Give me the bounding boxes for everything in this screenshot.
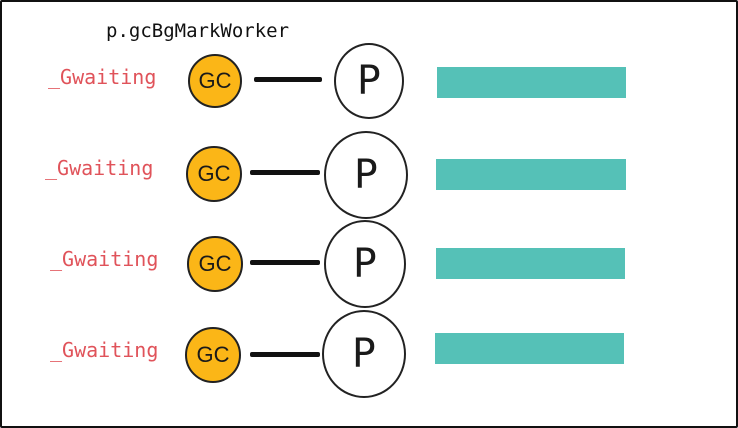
gc-worker-circle: GC [186, 146, 242, 202]
processor-run-bar [437, 67, 626, 98]
processor-circle: P [334, 43, 404, 119]
processor-run-bar [436, 159, 626, 190]
processor-row: _Gwaiting GC P [2, 304, 738, 398]
connector-line [254, 77, 322, 82]
connector-line [250, 352, 320, 357]
connector-line [250, 260, 320, 265]
gc-worker-circle: GC [185, 327, 241, 383]
processor-row: _Gwaiting GC P [2, 127, 738, 219]
processor-run-bar [435, 333, 624, 364]
gc-worker-circle: GC [187, 236, 243, 292]
processor-circle: P [324, 220, 406, 308]
diagram-title: p.gcBgMarkWorker [106, 20, 290, 42]
processor-run-bar [436, 248, 625, 279]
goroutine-state-label: _Gwaiting [50, 338, 159, 362]
processor-row: _Gwaiting GC P [2, 216, 738, 308]
goroutine-state-label: _Gwaiting [48, 65, 157, 89]
processor-circle: P [322, 310, 406, 398]
goroutine-state-label: _Gwaiting [50, 247, 159, 271]
goroutine-state-label: _Gwaiting [45, 156, 154, 180]
processor-circle: P [324, 131, 408, 219]
connector-line [250, 170, 320, 175]
gc-worker-circle: GC [188, 54, 242, 108]
processor-row: _Gwaiting GC P [2, 38, 738, 128]
